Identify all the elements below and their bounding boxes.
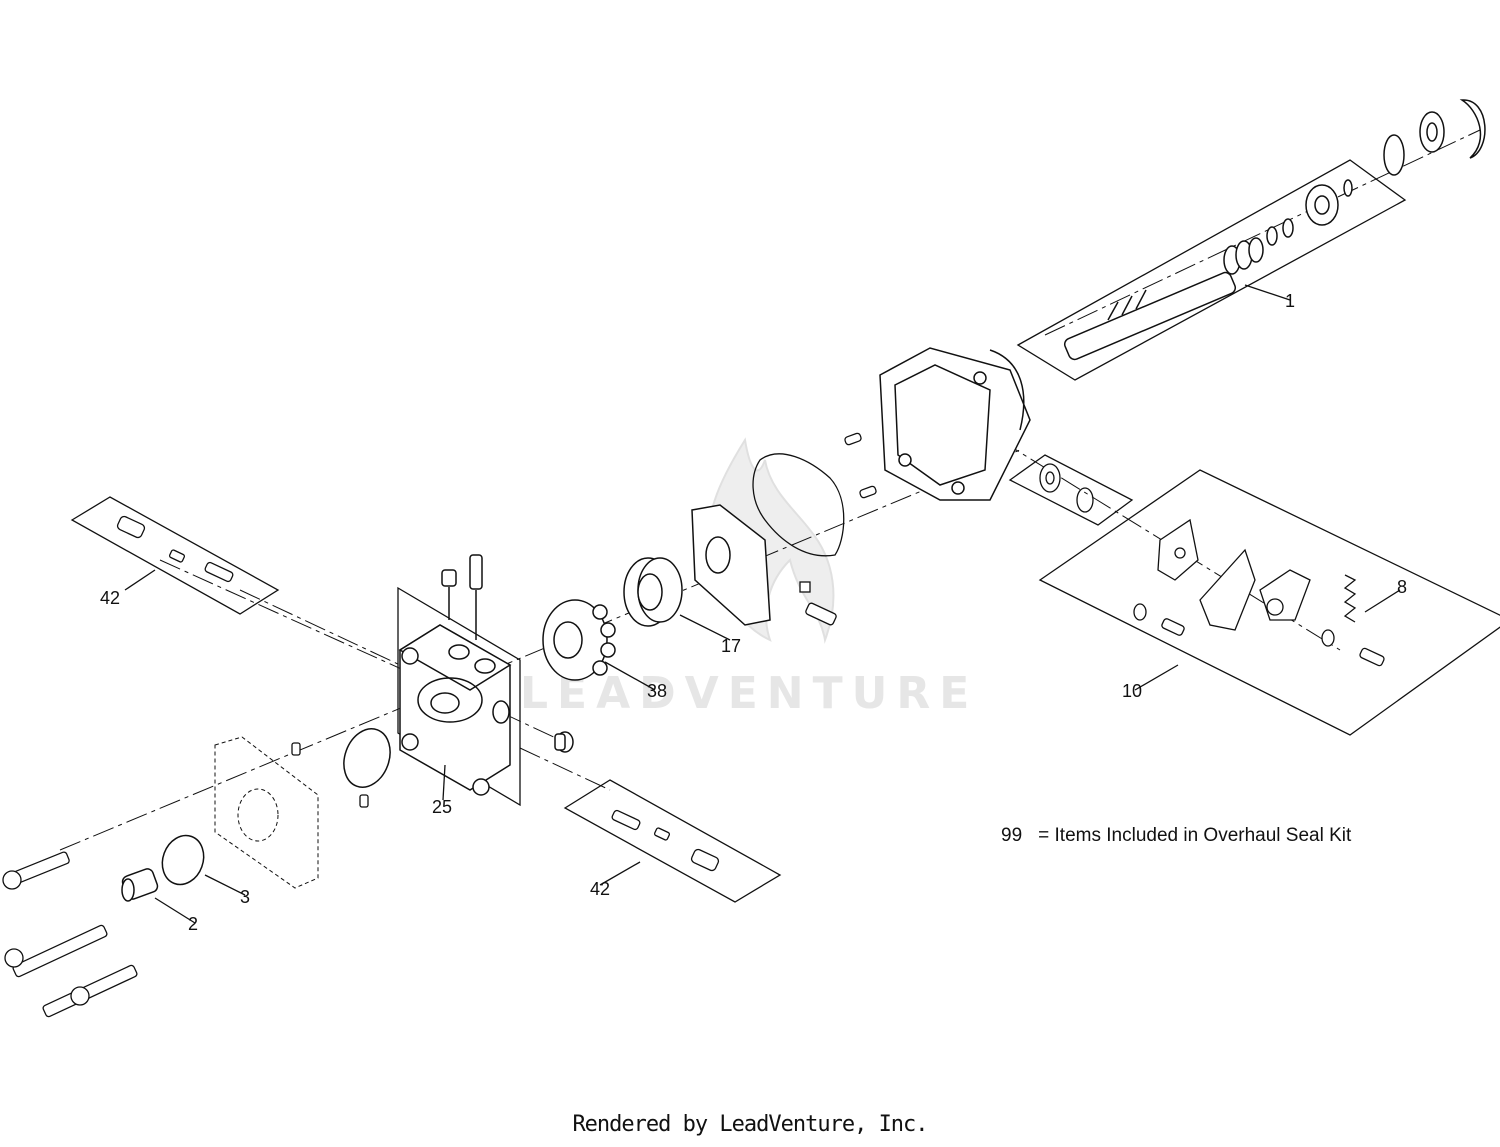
shaft-washer bbox=[1383, 134, 1405, 176]
callout-1: 1 bbox=[1285, 291, 1295, 311]
adapter-plate bbox=[214, 736, 319, 889]
kit-box-42-top bbox=[70, 496, 280, 615]
kit-boxes bbox=[70, 159, 1500, 903]
control-linkage bbox=[799, 518, 1385, 667]
thrust-bearing bbox=[623, 557, 683, 627]
kit-box-seal bbox=[1008, 454, 1134, 526]
legend-text: = Items Included in Overhaul Seal Kit bbox=[1038, 825, 1352, 846]
kit-box-42-bottom bbox=[563, 779, 782, 903]
callout-42-bottom: 42 bbox=[590, 879, 610, 899]
gasket bbox=[752, 453, 845, 557]
callout-17: 17 bbox=[721, 636, 741, 656]
relief-valve-bottom bbox=[611, 809, 720, 872]
legend-number: 99 bbox=[1001, 825, 1023, 846]
kit-box-25 bbox=[397, 586, 521, 807]
callout-3: 3 bbox=[240, 887, 250, 907]
shaft-clip bbox=[1343, 179, 1353, 197]
legend-note: 99 = Items Included in Overhaul Seal Kit bbox=[1001, 825, 1351, 847]
retaining-ring bbox=[1459, 99, 1486, 159]
pump-housing bbox=[879, 347, 1031, 501]
bushing bbox=[121, 868, 159, 902]
dowel-pins bbox=[291, 432, 877, 808]
end-cap bbox=[398, 554, 512, 796]
callout-10: 10 bbox=[1122, 681, 1142, 701]
relief-valve-top bbox=[116, 515, 234, 583]
callout-42-top: 42 bbox=[100, 588, 120, 608]
o-ring-large bbox=[343, 728, 391, 788]
side-plug bbox=[554, 731, 574, 753]
callout-25: 25 bbox=[432, 797, 452, 817]
watermark-text: LEADVENTURE bbox=[520, 668, 978, 719]
kit-box-10 bbox=[1038, 469, 1500, 736]
bolts bbox=[2, 851, 138, 1018]
shaft-ring bbox=[1266, 226, 1278, 246]
kit-box-1 bbox=[1016, 159, 1407, 381]
spring bbox=[1343, 574, 1357, 623]
cylinder-block bbox=[542, 599, 616, 681]
center-section bbox=[691, 504, 771, 626]
input-shaft bbox=[1063, 271, 1237, 361]
leader-lines bbox=[124, 284, 1401, 924]
callout-8: 8 bbox=[1397, 577, 1407, 597]
callout-2: 2 bbox=[188, 914, 198, 934]
seal-kit-parts bbox=[1039, 463, 1094, 513]
callouts: 1 42 17 38 8 10 25 42 3 2 bbox=[100, 291, 1407, 934]
callout-38: 38 bbox=[647, 681, 667, 701]
o-ring-small bbox=[161, 834, 205, 886]
shaft-assembly bbox=[1063, 99, 1486, 361]
footer-credit: Rendered by LeadVenture, Inc. bbox=[572, 1112, 928, 1137]
